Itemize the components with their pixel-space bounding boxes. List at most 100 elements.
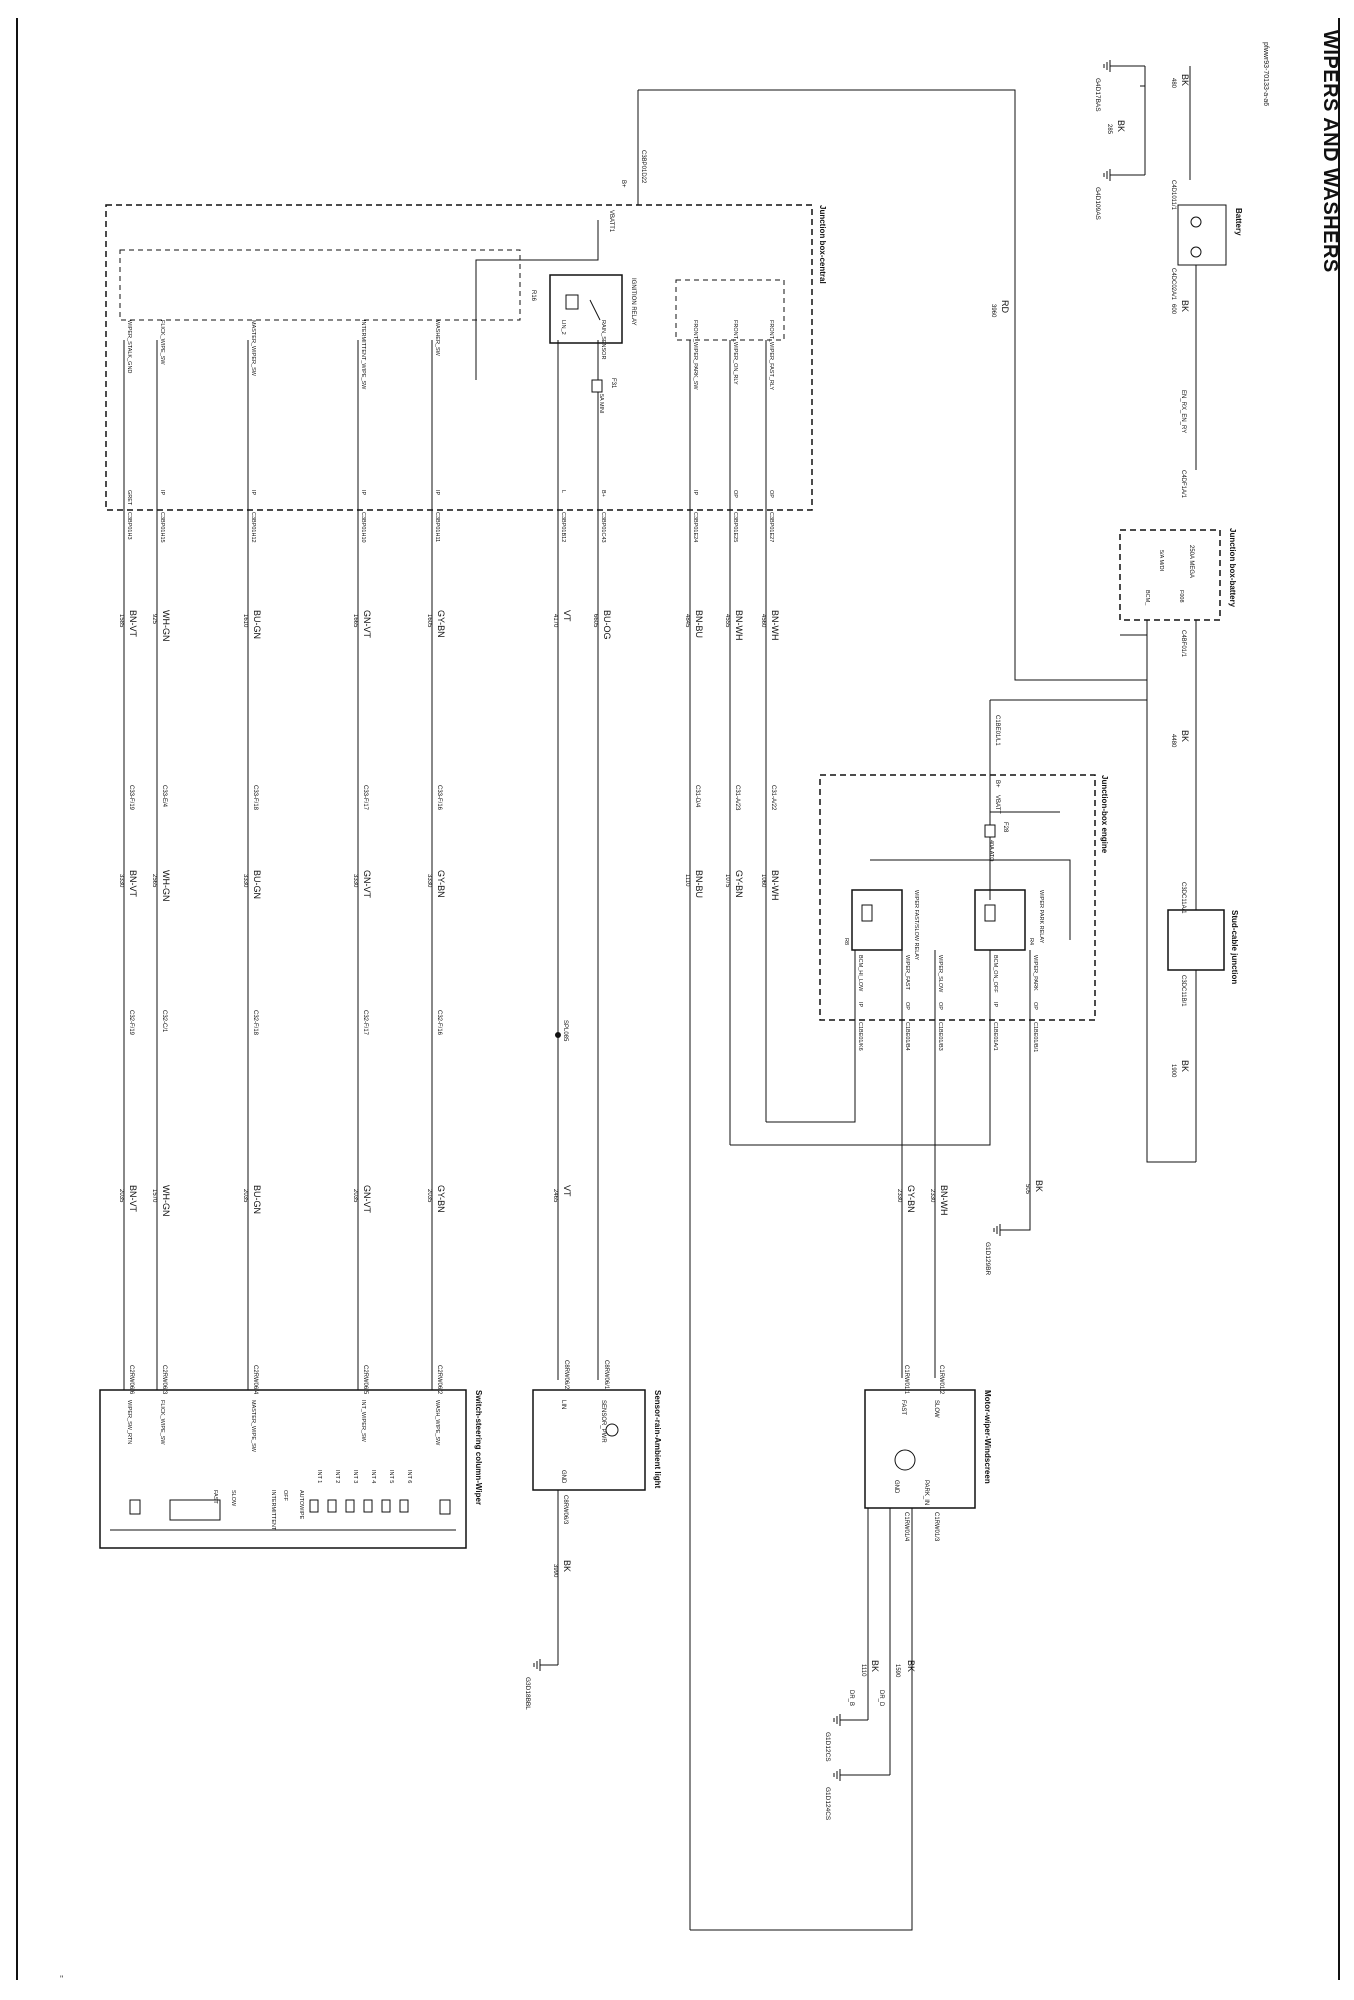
stud-cable-label: Stud-cable junction <box>1230 910 1239 984</box>
jb-central-out-2-type: IP <box>692 490 698 496</box>
wire-7-num2: 3330 <box>242 874 248 888</box>
switch-conn-1: C2RW06/5 <box>362 1365 368 1395</box>
wire-8-color: WH-GN <box>161 610 171 642</box>
wire-2-color2: BN-BU <box>694 870 704 898</box>
jb-engine-pin-1-label: BCM_ON_OFF <box>992 955 998 993</box>
switch-int-resistor-5 <box>399 1499 409 1513</box>
wire-5-color: GY-BN <box>436 610 446 638</box>
jb-engine-pin-4-label: BCM_HI_LOW <box>857 955 863 992</box>
splice-spl085-label: SPL085 <box>562 1020 568 1042</box>
motor-conn-fast: C1RW01/1 <box>903 1365 909 1395</box>
wire-3960-num: 3960 <box>990 304 996 318</box>
wire-8-num2: 2565 <box>151 874 157 888</box>
jb-central-bcm-region <box>119 249 521 321</box>
wire-3960-color: RD <box>1000 300 1010 313</box>
wire-2-mid: C31-D/4 <box>694 785 700 808</box>
wiper-park-relay-label: WIPER PARK RELAY <box>1038 890 1044 944</box>
wire-8-color2: WH-GN <box>161 870 171 902</box>
switch-pin-0: WASH_WIPE_SW <box>434 1400 440 1446</box>
jb-engine-pin-1-conn: C1BE01A/1 <box>992 1022 998 1051</box>
ground-g1d12cs-label: G1D12CS <box>824 1732 831 1762</box>
wiper-switch-label: Switch-steering column-Wiper <box>474 1390 483 1505</box>
wire-8-color3: WH-GN <box>161 1185 171 1217</box>
wire-9-color3: BN-VT <box>128 1185 138 1213</box>
wire-1900-color: BK <box>1180 1060 1190 1072</box>
jb-central-internal-bus <box>475 220 599 380</box>
wire-bn-bu-to-motor-park <box>690 1508 913 1931</box>
drawing-reference: pfwwr93-70133-a-a6 <box>1262 42 1269 107</box>
motor-wiper-motor-symbol <box>894 1449 916 1471</box>
jb-central-out-9-type: GRET <box>126 490 132 506</box>
wire-7-num: 1610 <box>242 614 248 628</box>
motor-wiper-box <box>864 1389 976 1509</box>
wire-7-color2: BU-GN <box>252 870 262 899</box>
rain-sensor-diode-icon <box>605 1423 619 1437</box>
jb-engine-pin-3-label: WIPER_FAST <box>904 955 910 990</box>
wire-7-mid: C33-F/18 <box>252 785 258 811</box>
stud-cable-box <box>1167 909 1225 971</box>
wiper-fast-slow-relay-label: WIPER FAST/SLOW RELAY <box>913 890 919 961</box>
switch-position-resistor-bank <box>169 1499 221 1521</box>
jb-central-out-4-type: L <box>560 490 566 493</box>
jb-central-out-3-type: B+ <box>600 490 606 497</box>
battery-pos-terminal <box>1190 246 1202 258</box>
switch-pos-autowipe: AUTOWIPE <box>298 1490 304 1520</box>
wire-0-color: BN-WH <box>770 610 780 641</box>
wire-0-color2: BN-WH <box>770 870 780 901</box>
wire-5-num3: 2035 <box>426 1189 432 1203</box>
wiper-fast-slow-relay-coil <box>861 904 873 922</box>
rain-sensor-box <box>532 1389 646 1491</box>
wiper-park-relay-box <box>974 889 1026 951</box>
wiper-park-relay-coil <box>984 904 996 922</box>
switch-conn-2: C2RW06/4 <box>252 1365 258 1395</box>
jb-battery-conn-out: C4BF01/1 <box>1180 630 1186 658</box>
wire-4-num: 4170 <box>552 614 558 628</box>
jb-central-out-7-conn: C3BP01H12 <box>250 512 256 543</box>
jb-battery-label: Junction box-battery <box>1228 528 1237 608</box>
switch-pin-2: MASTER_WIPE_SW <box>250 1400 256 1453</box>
switch-conn-0: C2RW06/2 <box>436 1365 442 1395</box>
wire-gy-bn-to-engine <box>730 1020 991 1146</box>
jb-central-vbatt-label: VBATT1 <box>608 210 614 233</box>
jb-central-out-6-type: IP <box>360 490 366 496</box>
rain-sensor-conn-gnd: C8RW06/3 <box>562 1495 568 1525</box>
fuse-f28 <box>984 824 996 838</box>
fuse-f31 <box>591 379 603 393</box>
wire-1-num: 4555 <box>724 614 730 628</box>
switch-pos-slow: SLOW <box>230 1490 236 1507</box>
ground-g4d17bas <box>1103 60 1111 72</box>
fuse-f31-label: F31 <box>610 378 616 389</box>
wire-7-color: BU-GN <box>252 610 262 639</box>
ground-wire-2-note: DR_B <box>848 1690 854 1706</box>
rain-sensor-conn-lin: C8RW06/2 <box>563 1360 569 1390</box>
ground-wire-2-num: 1110 <box>860 1664 866 1677</box>
jb-central-out-8-type: IP <box>159 490 165 496</box>
battery-neg-wire <box>1140 66 1146 87</box>
wire-8-num3: 1570 <box>151 1189 157 1203</box>
ground-g4d109as-label: G4D109AS <box>1094 187 1101 221</box>
switch-washer-resistor <box>439 1499 451 1515</box>
jb-central-out-3-label: RAIN_SENSOR <box>600 320 606 359</box>
wire-2-num2: 1110 <box>684 874 690 887</box>
wire-5-color2: GY-BN <box>436 870 446 898</box>
motor-pin-slow: SLOW <box>933 1400 939 1418</box>
motor-pin-park: PARK_IN <box>923 1480 929 1505</box>
switch-int-5: INT 6 <box>406 1470 412 1483</box>
switch-conn-4: C2RW06/6 <box>128 1365 134 1395</box>
jb-central-out-6-conn: C3BP01H10 <box>360 512 366 543</box>
motor-wire-1-num: 2330 <box>896 1189 902 1203</box>
jb-central-conn-vbatt: C3BP01D22 <box>640 150 646 184</box>
wire-600-num: 600 <box>1170 304 1176 315</box>
motor-wire-1-color: GY-BN <box>906 1185 916 1213</box>
jb-battery-sub: 5/A M/DI <box>1158 550 1164 572</box>
wiper-fast-slow-relay-box <box>851 889 903 951</box>
jb-central-out-0-conn: C3BP01E27 <box>768 512 774 542</box>
jb-central-box <box>105 204 813 511</box>
jb-engine-pin-4-conn: C1BE01/K6 <box>857 1022 863 1051</box>
switch-int-1: INT 2 <box>334 1470 340 1483</box>
jb-central-out-3-conn: C3BP01C43 <box>600 512 606 543</box>
jb-engine-pin-3-conn: C1BE01/B4 <box>904 1022 910 1051</box>
ground-wire-2-color: BK <box>870 1660 880 1672</box>
wire-6-mid2: C32-F/17 <box>362 1010 368 1036</box>
